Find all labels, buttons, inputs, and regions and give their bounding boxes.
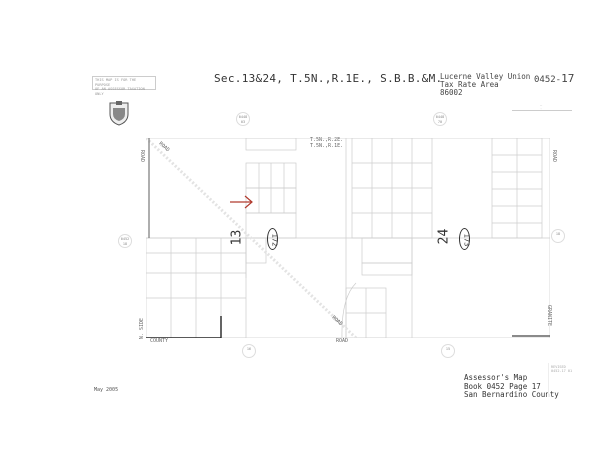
map-caption: Assessor's Map Book 0452 Page 17 San Ber… — [464, 373, 559, 400]
scale-mark: —· — [540, 103, 543, 111]
township-label: T.5N.,R.2E. — [310, 137, 344, 143]
parcel-map — [146, 138, 550, 338]
district-name: Lucerne Valley Union — [440, 72, 531, 81]
block-number: 173 — [462, 233, 471, 247]
adjoining-book-top-right: 0448 70 — [433, 112, 447, 126]
notice-line: OF AN ASSESSOR TAXATION ONLY — [95, 87, 145, 96]
tra-label: Tax Rate Area — [440, 80, 499, 89]
stamp-line: REVISED — [551, 365, 566, 369]
map-title: Sec.13&24, T.5N.,R.1E., S.B.B.&M. — [214, 72, 443, 85]
tax-rate-area: Lucerne Valley Union Tax Rate Area 86002 — [440, 73, 530, 97]
tra-code: 86002 — [440, 88, 463, 97]
adjoining-book-left: 0452 18 — [118, 234, 132, 248]
road-label-county: COUNTY — [150, 338, 169, 344]
county-seal-icon — [109, 101, 129, 126]
stamp-line: 0452-17 01 — [551, 369, 573, 373]
map-book: 0452- — [534, 75, 562, 85]
notice-line: THIS MAP IS FOR THE PURPOSE — [95, 78, 137, 87]
section-number: 24 — [436, 228, 452, 245]
township-label: T.5N.,R.1E. — [310, 143, 344, 149]
adjoining-book-top-left: 0448 03 — [236, 112, 250, 126]
block-number-oval: 173 — [459, 228, 470, 250]
revision-stamp: REVISED 0452-17 01 — [548, 363, 584, 397]
map-number: 0452-17 — [534, 72, 574, 85]
adjoining-book-right: 18 — [551, 229, 565, 243]
map-date: May 2005 — [94, 387, 119, 393]
map-page: 17 — [561, 72, 575, 85]
caption-line: Book 0452 Page 17 — [464, 381, 541, 391]
block-number-oval: 172 — [267, 228, 278, 250]
section-number: 13 — [229, 229, 245, 246]
road-label-west: ROAD — [139, 150, 145, 163]
caption-line: San Bernardino County — [464, 390, 559, 399]
notice-box: THIS MAP IS FOR THE PURPOSE OF AN ASSESS… — [92, 76, 156, 96]
highlight-arrow-icon — [230, 195, 253, 209]
caption-line: Assessor's Map — [464, 373, 528, 382]
road-label-east: ROAD — [551, 150, 557, 163]
road-label-side: N. SIDE — [139, 318, 145, 340]
road-label-granite: GRANITE — [546, 305, 552, 327]
adjoining-book-bottom-right: 15 — [441, 344, 455, 358]
block-number: 172 — [270, 233, 279, 247]
north-arrow-bar — [512, 110, 572, 111]
adjoining-book-bottom-left: 16 — [242, 344, 256, 358]
road-label-road: ROAD — [336, 338, 349, 344]
